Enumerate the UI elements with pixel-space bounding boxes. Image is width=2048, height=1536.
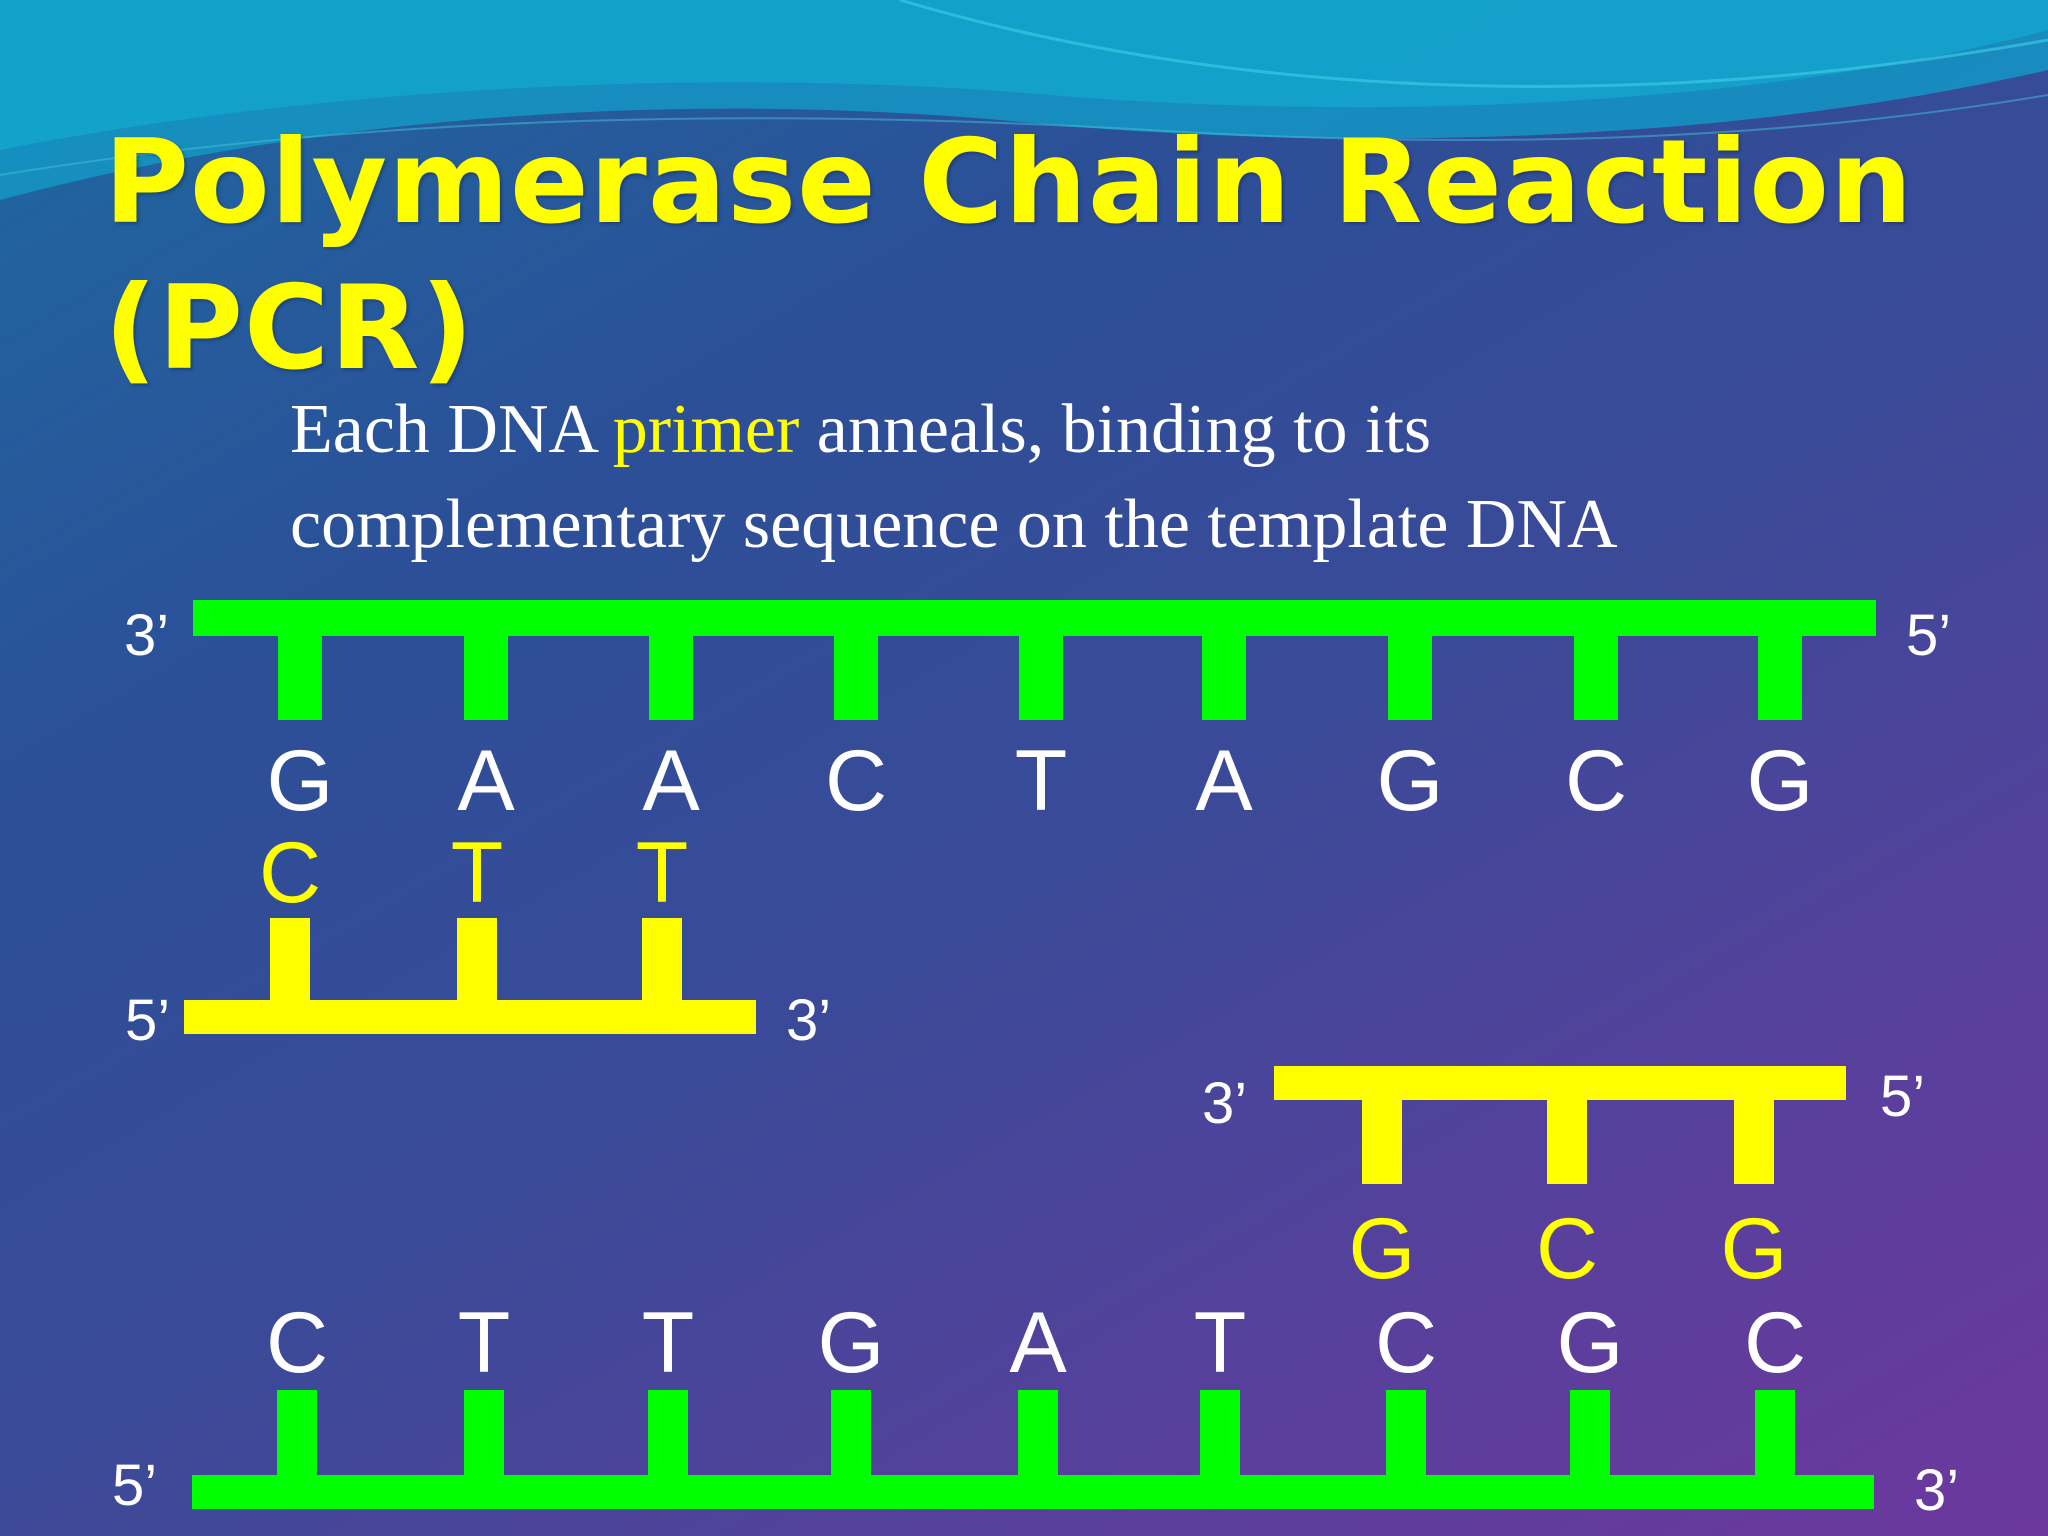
primer-2-left-end: 3’ xyxy=(1202,1071,1247,1136)
title-line-1: Polymerase Chain Reaction xyxy=(104,115,1914,250)
bottom-template-backbone xyxy=(192,1475,1874,1509)
bottom-template-base-label: C xyxy=(1744,1295,1806,1391)
primer-1-base-label: T xyxy=(636,825,689,921)
top-template-tooth xyxy=(1202,630,1246,720)
bottom-template-right-end: 3’ xyxy=(1914,1458,1959,1523)
primer-1-tooth xyxy=(457,918,497,1004)
primer-1-base-label: T xyxy=(451,825,504,921)
primer-2: 3’ 5’ G C G xyxy=(1202,1064,1925,1297)
top-template-tooth xyxy=(1574,630,1618,720)
top-template-base-label: G xyxy=(1747,733,1814,829)
bottom-template-base-label: T xyxy=(458,1295,511,1391)
bottom-template-base-label: G xyxy=(1557,1295,1624,1391)
primer-1-tooth xyxy=(270,918,310,1004)
bottom-template-tooth xyxy=(464,1390,504,1480)
primer-1: 5’ 3’ C T T xyxy=(125,825,831,1053)
bottom-template-base-label: C xyxy=(1375,1295,1437,1391)
bottom-template-tooth xyxy=(1018,1390,1058,1480)
top-template-right-end: 5’ xyxy=(1906,603,1951,668)
slide-subtitle: Each DNA primer anneals, binding to its … xyxy=(290,382,1850,572)
top-template-base-label: G xyxy=(1377,733,1444,829)
bottom-template-base-label: T xyxy=(1194,1295,1247,1391)
top-template-base-label: C xyxy=(1565,733,1627,829)
bottom-template-strand: 5’ 3’ C T T G A T C G C xyxy=(112,1295,1959,1523)
top-template-tooth xyxy=(1388,630,1432,720)
primer-1-right-end: 3’ xyxy=(786,988,831,1053)
top-template-base-label: T xyxy=(1015,733,1068,829)
top-template-tooth xyxy=(649,630,693,720)
primer-2-backbone xyxy=(1274,1066,1846,1100)
primer-2-right-end: 5’ xyxy=(1880,1064,1925,1129)
bottom-template-tooth xyxy=(1200,1390,1240,1480)
bottom-template-tooth xyxy=(1570,1390,1610,1480)
bottom-template-tooth xyxy=(1755,1390,1795,1480)
top-template-tooth xyxy=(464,630,508,720)
bottom-template-base-label: T xyxy=(642,1295,695,1391)
bottom-template-tooth xyxy=(1386,1390,1426,1480)
bottom-template-tooth xyxy=(277,1390,317,1480)
top-template-tooth xyxy=(278,630,322,720)
top-template-strand: 3’ 5’ G A A C T A G C G xyxy=(124,600,1951,829)
bottom-template-base-label: G xyxy=(818,1295,885,1391)
primer-2-base-label: G xyxy=(1349,1201,1416,1297)
primer-2-tooth xyxy=(1734,1096,1774,1184)
subtitle-text-2: anneals, binding to its xyxy=(799,391,1432,468)
top-template-base-label: A xyxy=(1195,733,1253,829)
primer-2-base-label: C xyxy=(1536,1201,1598,1297)
primer-1-backbone xyxy=(184,1000,756,1034)
header-wave-decoration xyxy=(0,0,2048,200)
top-template-tooth xyxy=(834,630,878,720)
top-template-base-label: C xyxy=(825,733,887,829)
title-line-2: (PCR) xyxy=(104,261,475,396)
primer-1-left-end: 5’ xyxy=(125,988,170,1053)
subtitle-line-2: complementary sequence on the template D… xyxy=(290,486,1618,563)
top-template-tooth xyxy=(1019,630,1063,720)
top-template-tooth xyxy=(1758,630,1802,720)
top-template-base-label: A xyxy=(642,733,700,829)
bottom-template-tooth xyxy=(648,1390,688,1480)
top-template-left-end: 3’ xyxy=(124,603,169,668)
bottom-template-left-end: 5’ xyxy=(112,1453,157,1518)
subtitle-highlight-primer: primer xyxy=(612,391,800,468)
top-template-base-label: G xyxy=(267,733,334,829)
primer-1-base-label: C xyxy=(259,825,321,921)
bottom-template-base-label: C xyxy=(266,1295,328,1391)
bottom-template-tooth xyxy=(831,1390,871,1480)
top-template-base-label: A xyxy=(457,733,515,829)
primer-2-tooth xyxy=(1547,1096,1587,1184)
primer-2-base-label: G xyxy=(1721,1201,1788,1297)
slide-title: Polymerase Chain Reaction (PCR) xyxy=(104,110,1913,402)
bottom-template-base-label: A xyxy=(1009,1295,1067,1391)
primer-2-tooth xyxy=(1362,1096,1402,1184)
subtitle-text-1: Each DNA xyxy=(290,391,613,468)
primer-1-tooth xyxy=(642,918,682,1004)
